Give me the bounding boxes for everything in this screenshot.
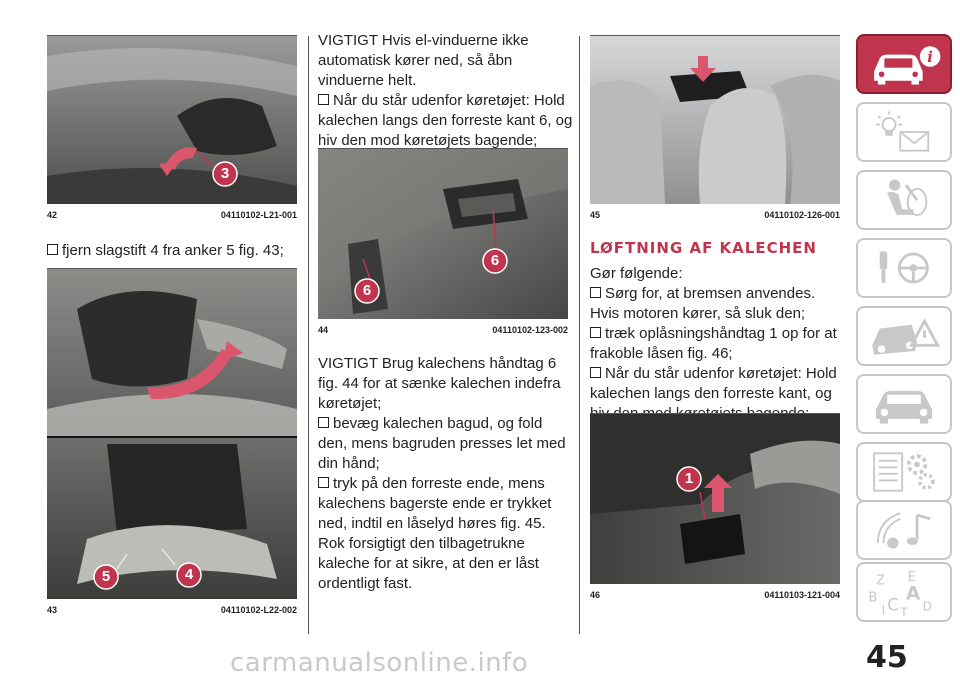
checkbox-bullet-icon — [47, 244, 58, 255]
figure-46-caption: 46 04110103-121-004 — [590, 590, 840, 602]
multimedia-icon — [876, 512, 931, 549]
figure-number: 45 — [590, 210, 601, 220]
bullet-item: fjern slagstift 4 fra anker 5 fig. 43; — [47, 241, 302, 261]
figure-43-marker-4: 4 — [184, 566, 194, 583]
index-letter: D — [923, 600, 932, 614]
figure-46-marker-1: 1 — [684, 470, 694, 487]
tab-multimedia[interactable] — [856, 500, 952, 560]
index-letters-icon: Z E B A I C T D — [869, 570, 932, 619]
index-letter: A — [906, 583, 921, 604]
col2-text-bottom: VIGTIGT Brug kalechens håndtag 6 fig. 44… — [318, 354, 574, 594]
figure-code: 04110102-126-001 — [764, 210, 840, 220]
column-divider — [308, 36, 309, 634]
checkbox-bullet-icon — [590, 327, 601, 338]
tab-car-service[interactable] — [856, 374, 952, 434]
figure-44-marker-6a: 6 — [490, 252, 500, 269]
figure-code: 04110102-L22-002 — [220, 605, 297, 615]
tab-key-steering[interactable] — [856, 238, 952, 298]
figure-42-marker-3: 3 — [220, 165, 230, 182]
bullet-item: Sørg for, at bremsen anvendes. Hvis moto… — [590, 285, 816, 322]
figure-44-marker-6b: 6 — [362, 282, 372, 299]
warning-lights-icon — [876, 111, 930, 152]
paragraph: VIGTIGT Hvis el-vinduerne ikke automatis… — [318, 32, 529, 89]
checkbox-bullet-icon — [318, 417, 329, 428]
figure-44-caption: 44 04110102-123-002 — [318, 325, 568, 337]
page-number: 45 — [866, 640, 908, 675]
seat-airbag-icon — [887, 179, 928, 216]
figure-45-photo — [590, 35, 840, 204]
figure-code: 04110103-121-004 — [764, 590, 840, 600]
figure-46-photo: 1 — [590, 413, 840, 584]
tab-warning-lights[interactable] — [856, 102, 952, 162]
figure-code: 04110102-123-002 — [492, 325, 568, 335]
figure-43-photo: 5 4 — [47, 268, 297, 599]
section-heading: LØFTNING AF KALECHEN — [590, 239, 817, 257]
figure-43-marker-5: 5 — [101, 568, 111, 585]
figure-45-caption: 45 04110102-126-001 — [590, 210, 840, 222]
figure-42-photo: 3 — [47, 35, 297, 204]
tab-index[interactable]: Z E B A I C T D — [856, 562, 952, 622]
col3-text: Gør følgende: Sørg for, at bremsen anven… — [590, 264, 842, 424]
tab-seat-airbag[interactable] — [856, 170, 952, 230]
watermark: carmanualsonline.info — [230, 648, 529, 678]
index-letter: B — [869, 590, 878, 605]
car-service-icon — [876, 390, 932, 424]
paragraph: Gør følgende: — [590, 265, 683, 282]
figure-43-caption: 43 04110102-L22-002 — [47, 605, 297, 617]
bullet-item: Når du står udenfor køretøjet: Hold kale… — [318, 92, 573, 149]
car-info-icon: i — [874, 46, 941, 85]
svg-text:i: i — [927, 48, 933, 66]
col2-text-top: VIGTIGT Hvis el-vinduerne ikke automatis… — [318, 31, 574, 151]
key-steering-icon — [879, 251, 929, 284]
checkbox-bullet-icon — [590, 287, 601, 298]
figure-44-photo: 6 6 — [318, 148, 568, 319]
index-letter: T — [899, 605, 908, 619]
tab-breakdown[interactable] — [856, 306, 952, 366]
figure-42-caption: 42 04110102-L21-001 — [47, 210, 297, 222]
checkbox-bullet-icon — [590, 367, 601, 378]
checkbox-bullet-icon — [318, 94, 329, 105]
figure-number: 42 — [47, 210, 58, 220]
index-letter: E — [908, 570, 916, 585]
bullet-item: bevæg kalechen bagud, og fold den, mens … — [318, 415, 566, 472]
col1-text: fjern slagstift 4 fra anker 5 fig. 43; — [47, 241, 302, 261]
figure-number: 44 — [318, 325, 329, 335]
index-letter: C — [887, 595, 899, 615]
bullet-item: tryk på den forreste ende, mens kalechen… — [318, 475, 552, 592]
column-divider — [579, 36, 580, 634]
tab-car-info[interactable]: i — [856, 34, 952, 94]
bullet-item: træk oplåsningshåndtag 1 op for at frako… — [590, 325, 837, 362]
figure-code: 04110102-L21-001 — [220, 210, 297, 220]
tab-specs-gears[interactable] — [856, 442, 952, 502]
figure-number: 43 — [47, 605, 58, 615]
paragraph: VIGTIGT Brug kalechens håndtag 6 fig. 44… — [318, 355, 561, 412]
specs-gears-icon — [873, 452, 935, 492]
index-letter: Z — [876, 574, 885, 589]
breakdown-icon — [872, 318, 940, 355]
checkbox-bullet-icon — [318, 477, 329, 488]
figure-number: 46 — [590, 590, 601, 600]
index-letter: I — [882, 603, 886, 617]
